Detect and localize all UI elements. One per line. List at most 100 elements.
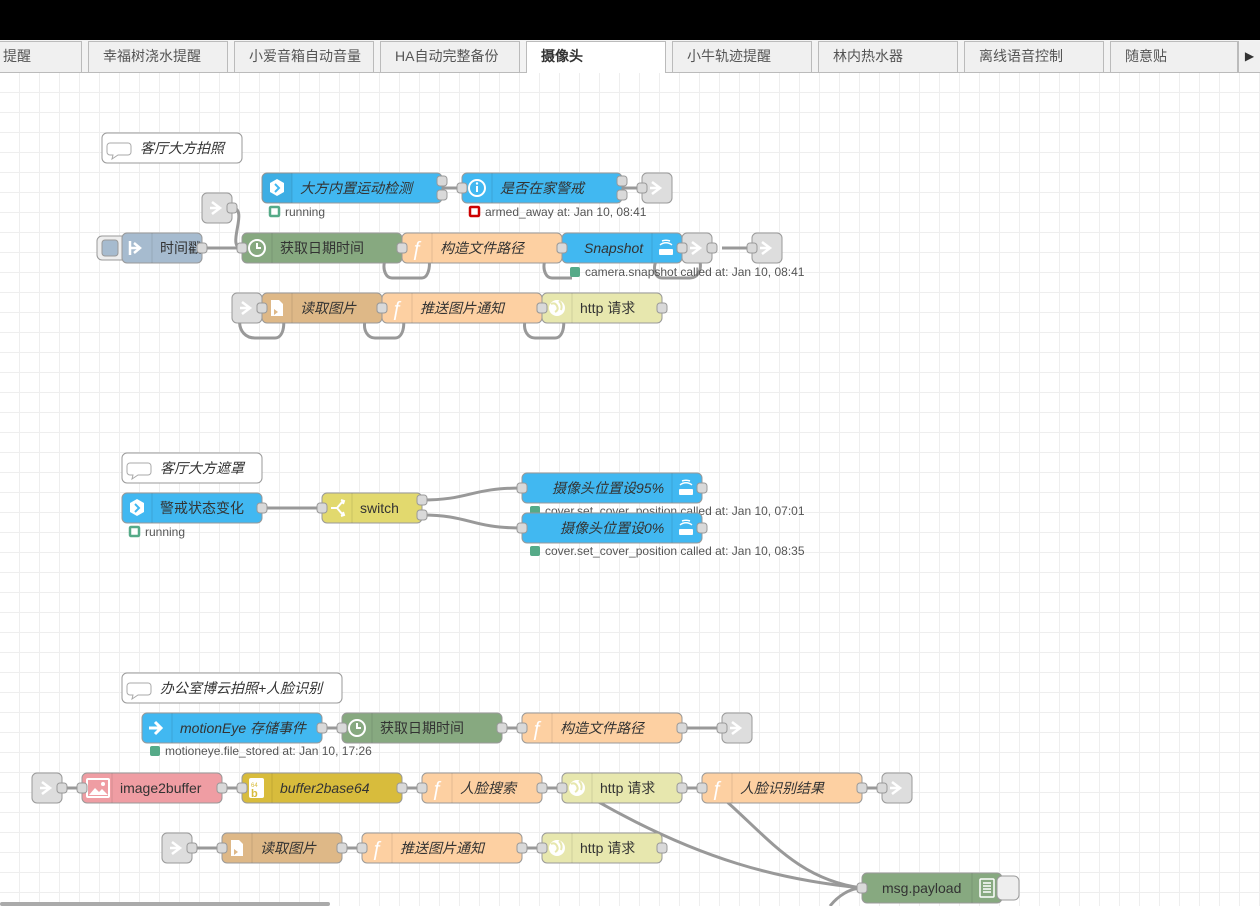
link-icon <box>240 301 253 315</box>
ha-event-node[interactable]: 大方内置运动检测 <box>261 172 448 204</box>
wire <box>594 798 863 890</box>
comment-node[interactable]: 客厅大方遮罩 <box>121 452 263 484</box>
function-node[interactable]: ƒ 构造文件路径 <box>516 712 688 744</box>
node-label: 读取图片 <box>260 840 317 856</box>
tab-camera[interactable]: 摄像头 <box>526 41 666 74</box>
tab-speaker-volume[interactable]: 小爱音箱自动音量 <box>234 41 374 72</box>
tab-scroll-right-icon[interactable]: ▶ <box>1238 41 1260 72</box>
flow-canvas[interactable]: 客厅大方拍照 客厅大方遮罩 办公室博云拍照+人脸识别 大方内置运动检测 runn… <box>0 73 1260 906</box>
node-label: 构造文件路径 <box>560 720 646 736</box>
comment-label: 客厅大方遮罩 <box>160 460 246 476</box>
node-label: http 请求 <box>580 300 635 316</box>
moment-node[interactable]: 获取日期时间 <box>336 712 508 744</box>
ha-event-node[interactable]: 警戒状态变化 <box>121 492 268 524</box>
function-icon: ƒ <box>711 778 722 800</box>
node-label: Snapshot <box>584 240 644 256</box>
link-in-node[interactable] <box>31 772 68 804</box>
ha-service-node[interactable]: 摄像头位置设95% <box>516 472 708 504</box>
ha-state-node[interactable]: 是否在家警戒 <box>456 172 628 204</box>
info-icon <box>468 179 486 197</box>
link-icon <box>690 241 703 255</box>
window-top-bar <box>0 0 1260 40</box>
node-label: 推送图片通知 <box>400 840 486 856</box>
tab-sticky-note[interactable]: 随意贴 <box>1110 41 1238 72</box>
comment-node[interactable]: 办公室博云拍照+人脸识别 <box>121 672 343 704</box>
comment-label: 客厅大方拍照 <box>140 140 226 156</box>
switch-node[interactable]: switch <box>316 492 428 524</box>
arrow-right-icon <box>149 720 164 736</box>
tab-ha-backup[interactable]: HA自动完整备份 <box>380 41 520 72</box>
node-label: switch <box>360 500 399 516</box>
base64-node[interactable]: 64b buffer2base64 <box>236 772 408 804</box>
ha-service-icon <box>679 479 693 495</box>
file-node[interactable]: 读取图片 <box>216 832 348 864</box>
inject-arrow-icon <box>128 241 142 255</box>
function-node[interactable]: ƒ 推送图片通知 <box>376 292 548 324</box>
clock-icon <box>348 719 366 737</box>
link-icon <box>650 181 663 195</box>
node-label: 是否在家警戒 <box>500 180 586 196</box>
http-request-node[interactable]: http 请求 <box>536 292 668 324</box>
svg-text:cover.set_cover_position calle: cover.set_cover_position called at: Jan … <box>545 544 805 558</box>
svg-text:b: b <box>251 788 258 800</box>
horizontal-scrollbar[interactable] <box>0 902 330 906</box>
node-status: running <box>128 525 185 539</box>
function-node[interactable]: ƒ 人脸搜索 <box>416 772 548 804</box>
function-node[interactable]: ƒ 人脸识别结果 <box>696 772 868 804</box>
ha-service-node[interactable]: 摄像头位置设0% <box>516 512 708 544</box>
debug-toggle-button[interactable] <box>996 875 1020 901</box>
image-node[interactable]: image2buffer <box>76 772 228 804</box>
function-icon: ƒ <box>391 298 402 320</box>
function-icon: ƒ <box>411 238 422 260</box>
tab-reminder[interactable]: 提醒 <box>0 41 82 72</box>
tab-water-heater[interactable]: 林内热水器 <box>818 41 958 72</box>
comment-icon <box>126 462 152 481</box>
node-label: http 请求 <box>600 780 655 796</box>
tab-tree-watering[interactable]: 幸福树浇水提醒 <box>88 41 228 72</box>
function-node[interactable]: ƒ 构造文件路径 <box>396 232 568 264</box>
node-label: image2buffer <box>120 780 202 796</box>
function-node[interactable]: ƒ 推送图片通知 <box>356 832 528 864</box>
link-icon <box>170 841 183 855</box>
function-icon: ƒ <box>431 778 442 800</box>
link-out-node[interactable] <box>636 172 673 204</box>
debug-list-icon <box>979 878 995 898</box>
workspace-tab-bar: 提醒 幸福树浇水提醒 小爱音箱自动音量 HA自动完整备份 摄像头 小牛轨迹提醒 … <box>0 40 1260 74</box>
tab-scooter-track[interactable]: 小牛轨迹提醒 <box>672 41 812 72</box>
node-label: 摄像头位置设0% <box>560 520 664 536</box>
file-node[interactable]: 读取图片 <box>256 292 388 324</box>
node-label: 警戒状态变化 <box>160 500 244 516</box>
node-label: 人脸识别结果 <box>740 780 825 796</box>
flow-diagram[interactable]: 客厅大方拍照 客厅大方遮罩 办公室博云拍照+人脸识别 大方内置运动检测 runn… <box>0 73 1260 906</box>
http-request-node[interactable]: http 请求 <box>556 772 688 804</box>
ha-service-node[interactable]: Snapshot <box>556 232 688 264</box>
comment-icon <box>106 142 132 161</box>
ha-hexagon-icon <box>270 179 284 196</box>
file-icon <box>231 840 243 856</box>
svg-text:motioneye.file_stored at: Jan: motioneye.file_stored at: Jan 10, 17:26 <box>165 744 372 758</box>
node-label: 推送图片通知 <box>420 300 506 316</box>
link-icon <box>210 201 223 215</box>
link-out-node[interactable] <box>716 712 753 744</box>
node-label: motionEye 存储事件 <box>180 720 307 736</box>
inject-node[interactable]: 时间戳 <box>96 232 208 264</box>
tab-offline-voice[interactable]: 离线语音控制 <box>964 41 1104 72</box>
moment-node[interactable]: 获取日期时间 <box>236 232 408 264</box>
comment-node[interactable]: 客厅大方拍照 <box>101 132 243 164</box>
link-icon <box>760 241 773 255</box>
clock-icon <box>248 239 266 257</box>
globe-icon <box>549 840 565 856</box>
node-label: 时间戳 <box>160 240 202 256</box>
ha-event-node[interactable]: motionEye 存储事件 <box>141 712 328 744</box>
http-request-node[interactable]: http 请求 <box>536 832 668 864</box>
debug-node[interactable]: msg.payload <box>856 872 1020 904</box>
link-out-node[interactable] <box>746 232 783 264</box>
link-in-node[interactable] <box>201 192 238 224</box>
wire <box>421 486 523 502</box>
svg-text:64: 64 <box>251 783 258 789</box>
link-out-node[interactable] <box>876 772 913 804</box>
link-in-node[interactable] <box>161 832 198 864</box>
file-icon <box>271 300 283 316</box>
node-label: 构造文件路径 <box>440 240 526 256</box>
function-icon: ƒ <box>531 718 542 740</box>
